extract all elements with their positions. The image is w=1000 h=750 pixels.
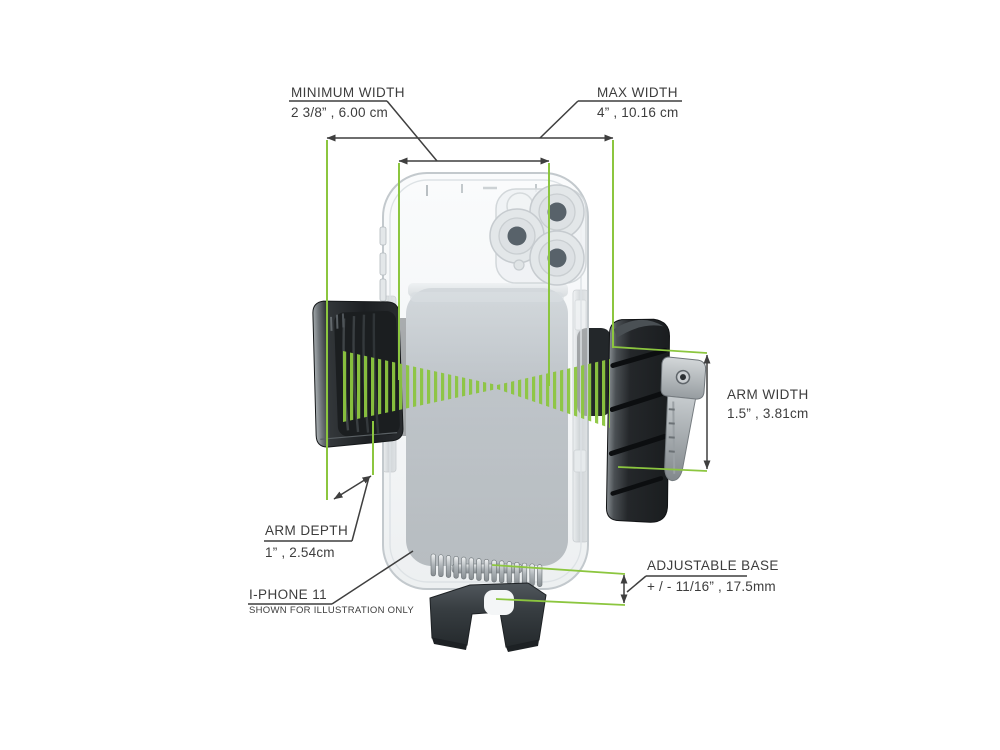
adjustable-base-value: + / - 11/16” , 17.5mm [647,578,776,594]
dimension-lines [326,134,711,604]
arm-width-title: ARM WIDTH [727,387,809,402]
min-width-value: 2 3/8” , 6.00 cm [291,104,388,120]
phone-volume-button [379,252,387,276]
reference-key [660,356,707,482]
phone-volume-button [379,278,387,302]
adjustable-base-title: ADJUSTABLE BASE [647,558,779,573]
phone-camera-module [489,184,587,286]
phone [379,172,589,590]
arm-depth-title: ARM DEPTH [265,523,349,538]
arm-width-value: 1.5” , 3.81cm [727,405,809,421]
camera-mic [513,259,525,271]
phone-model-note: I-PHONE 11 SHOWN FOR ILLUSTRATION ONLY [249,587,414,616]
phone-model-title: I-PHONE 11 [249,587,328,602]
extension-lines [326,140,708,606]
phone-mute-switch [379,226,387,246]
adjustable-base-foot [429,582,547,652]
base-arch-opening [484,590,514,615]
min-width-label: MINIMUM WIDTH 2 3/8” , 6.00 cm [291,85,405,121]
max-width-title: MAX WIDTH [597,85,678,100]
leader-lines [248,100,747,605]
camera-lens [489,208,545,264]
arm-width-label: ARM WIDTH 1.5” , 3.81cm [727,387,809,422]
grip-span-hatch [343,351,610,428]
adjustable-base-label: ADJUSTABLE BASE + / - 11/16” , 17.5mm [647,558,779,595]
camera-lens [529,230,585,286]
max-width-label: MAX WIDTH 4” , 10.16 cm [597,85,678,121]
min-width-title: MINIMUM WIDTH [291,85,405,100]
arm-depth-dimension [333,475,372,500]
max-width-value: 4” , 10.16 cm [597,104,679,120]
phone-model-subtitle: SHOWN FOR ILLUSTRATION ONLY [249,604,415,616]
right-clamp-arm [605,318,670,523]
arm-depth-label: ARM DEPTH 1” , 2.54cm [265,523,348,561]
arm-depth-value: 1” , 2.54cm [265,544,335,560]
